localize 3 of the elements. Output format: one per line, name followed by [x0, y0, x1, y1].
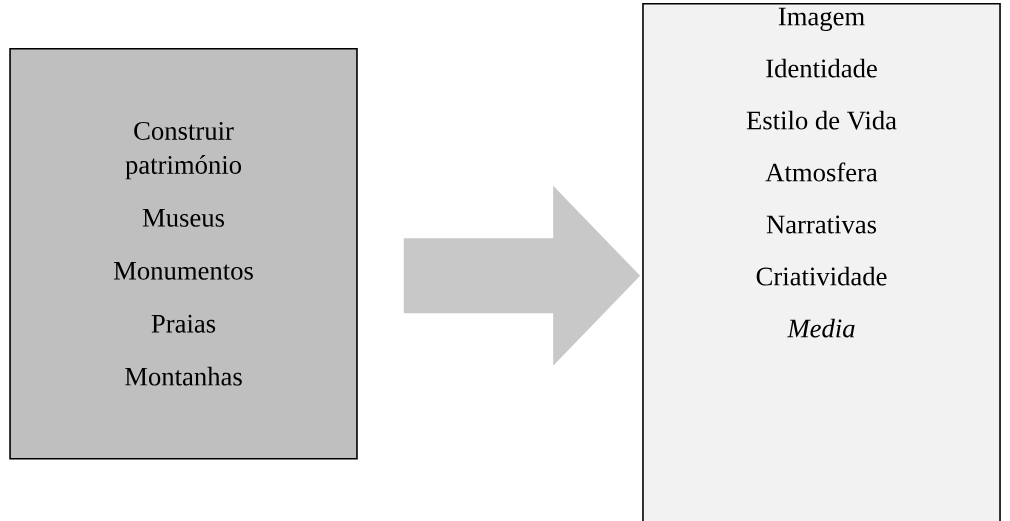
block-arrow [403, 185, 641, 366]
text-box: Imagem Identidade Estilo de Vida Atmosfera Narrativas Criatividade Media [642, 3, 1001, 521]
text-box: Construir património Museus Monumentos Praias Montanhas [9, 48, 358, 460]
